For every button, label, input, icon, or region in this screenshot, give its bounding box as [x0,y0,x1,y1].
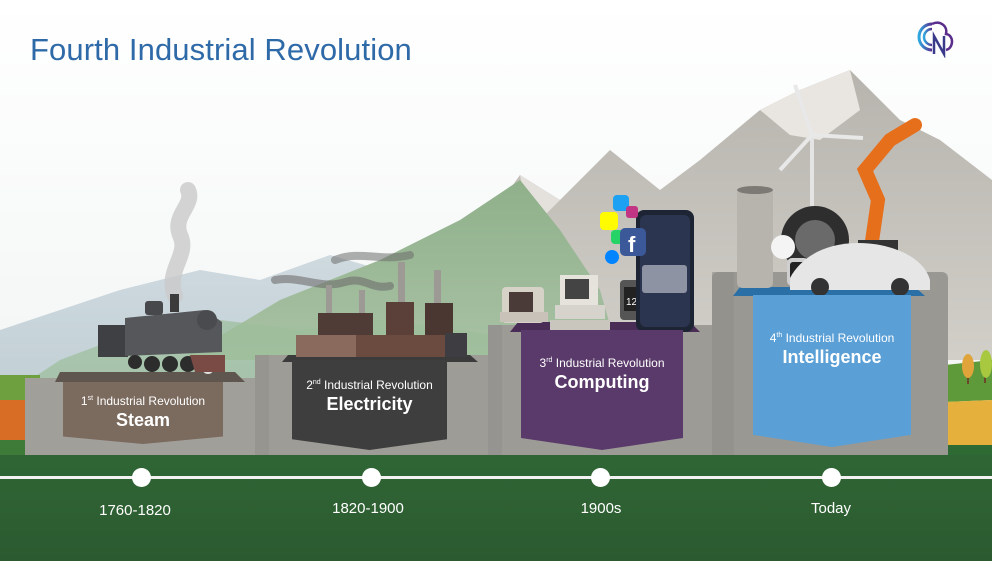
banner-title: Steam [115,410,171,430]
banner-subtitle: 1st Industrial Revolution [80,394,206,408]
tree-icon [962,350,992,384]
banner-title: Electricity [326,394,413,414]
banner-title: Intelligence [782,347,882,367]
banner-subtitle: 3rd Industrial Revolution [539,356,665,370]
svg-text:f: f [628,232,636,257]
banner-subtitle: 2nd Industrial Revolution [306,378,433,392]
timeline-dot [132,468,151,487]
banner-electricity: 2nd Industrial Revolution Electricity [292,360,447,450]
banner-steam: 1st Industrial Revolution Steam [63,382,223,444]
cloud-cn-logo-icon [917,21,954,58]
timeline-dot [822,468,841,487]
timeline-date: 1760-1820 [99,502,171,519]
slide-title: Fourth Industrial Revolution [30,32,412,67]
timeline-dot [362,468,381,487]
computers-phone-social-icons: 12:58 f [500,195,694,332]
steam-locomotive-icon [98,182,225,374]
banner-subtitle: 4th Industrial Revolution [769,331,895,345]
timeline-date: Today [810,500,852,517]
smart-speaker-robot-arm-electric-car-icon [737,84,930,296]
timeline-dot [591,468,610,487]
banner-title: Computing [554,372,650,392]
banner-intelligence: 4th Industrial Revolution Intelligence [753,295,911,447]
timeline-date: 1900s [580,500,622,517]
timeline-date: 1820-1900 [332,500,404,517]
power-station-icon [271,251,467,357]
banner-computing: 3rd Industrial Revolution Computing [521,330,683,450]
timeline-line [0,476,992,479]
